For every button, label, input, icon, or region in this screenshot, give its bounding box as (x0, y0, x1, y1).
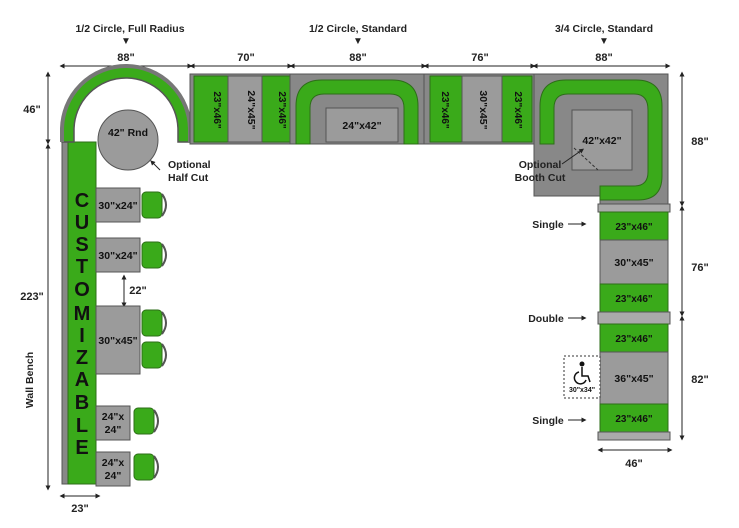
chair (141, 341, 167, 369)
dim-bottom-46: 46" (625, 458, 642, 470)
chair (133, 407, 159, 435)
table-left-2: 30"x24" (98, 250, 137, 262)
accessible-seat-box (563, 355, 601, 399)
right-dimensions (597, 71, 685, 453)
bench-right-2: 23"x46" (615, 294, 653, 305)
label-double: Double (528, 313, 564, 325)
header-half-full-radius: 1/2 Circle, Full Radius (75, 23, 184, 35)
letter: O (74, 279, 90, 301)
dim-gap-22: 22" (129, 285, 146, 297)
bench-top-b2: 23"x46" (512, 91, 523, 129)
optional-booth-cut-line1: Optional (519, 159, 562, 171)
bench-top-a2: 23"x46" (276, 91, 287, 129)
top-70-section (189, 73, 291, 145)
label-single-top: Single (532, 219, 564, 231)
bench-top-b1: 23"x46" (439, 91, 450, 129)
table-top-70: 24"x45" (245, 90, 257, 129)
left-wall-bench (61, 141, 97, 485)
dim-right-88: 88" (691, 136, 708, 148)
letter: A (75, 369, 89, 391)
accessible-dimension: 30"x34" (569, 387, 595, 394)
customizable-letters: C U S T O M I Z A B L E (74, 190, 91, 459)
label-single-bottom: Single (532, 415, 564, 427)
bench-right-1: 23"x46" (615, 222, 653, 233)
table-top-corner: 42"x42" (582, 135, 621, 147)
chairs (133, 191, 167, 481)
bench-right-3: 23"x46" (615, 334, 653, 345)
dim-left-46: 46" (23, 104, 40, 116)
dim-top-88-b: 88" (349, 52, 366, 64)
header-three-quarter: 3/4 Circle, Standard (555, 23, 653, 35)
wall-bench-label: Wall Bench (24, 352, 36, 408)
table-left-5b: 24" (105, 470, 122, 482)
left-dimensions (45, 71, 127, 499)
letter: M (74, 303, 91, 325)
dim-top-76: 76" (471, 52, 488, 64)
letter: L (76, 415, 88, 437)
wheelchair-icon (573, 367, 591, 385)
half-circle-standard-booth (289, 73, 425, 145)
table-right-2: 36"x45" (614, 373, 653, 385)
letter: B (75, 392, 89, 414)
table-left-4a: 24"x (102, 411, 125, 423)
letter: U (75, 212, 89, 234)
bench-top-a1: 23"x46" (211, 91, 222, 129)
table-left-3: 30"x45" (98, 335, 137, 347)
table-top-76: 30"x45" (477, 90, 489, 129)
wheelchair-icon (579, 361, 585, 367)
dim-right-82: 82" (691, 374, 708, 386)
table-left-5a: 24"x (102, 457, 125, 469)
dim-top-70: 70" (237, 52, 254, 64)
down-arrow-icon: ▼ (599, 36, 609, 47)
down-arrow-icon: ▼ (121, 36, 131, 47)
chair (133, 453, 159, 481)
chair (141, 241, 167, 269)
optional-half-cut-line1: Optional (168, 159, 211, 171)
chair (141, 191, 167, 219)
table-right-1: 30"x45" (614, 257, 653, 269)
section-headers: 1/2 Circle, Full Radius 1/2 Circle, Stan… (75, 23, 653, 47)
table-left-4b: 24" (105, 424, 122, 436)
header-half-standard: 1/2 Circle, Standard (309, 23, 407, 35)
table-left-1: 30"x24" (98, 200, 137, 212)
optional-booth-cut-line2: Booth Cut (515, 172, 566, 184)
bench-right-4: 23"x46" (615, 414, 653, 425)
letter: C (75, 190, 89, 212)
letter: T (76, 256, 88, 278)
table-round: 42" Rnd (108, 127, 148, 139)
dim-top-88-c: 88" (595, 52, 612, 64)
chair (141, 309, 167, 337)
dim-top-88-a: 88" (117, 52, 134, 64)
dim-right-76: 76" (691, 262, 708, 274)
letter: E (75, 437, 88, 459)
optional-half-cut-line2: Half Cut (168, 172, 209, 184)
letter: S (75, 234, 88, 256)
top-dimension-labels: 88" 70" 88" 76" 88" (108, 50, 613, 64)
dim-bottom-23: 23" (71, 503, 88, 515)
dim-left-223: 223" (20, 291, 44, 303)
left-tables (95, 187, 141, 487)
letter: I (79, 325, 85, 347)
letter: Z (76, 347, 88, 369)
table-top-center: 24"x42" (342, 120, 381, 132)
right-column-booths (597, 203, 671, 441)
down-arrow-icon: ▼ (353, 36, 363, 47)
top-76-section (423, 73, 535, 145)
